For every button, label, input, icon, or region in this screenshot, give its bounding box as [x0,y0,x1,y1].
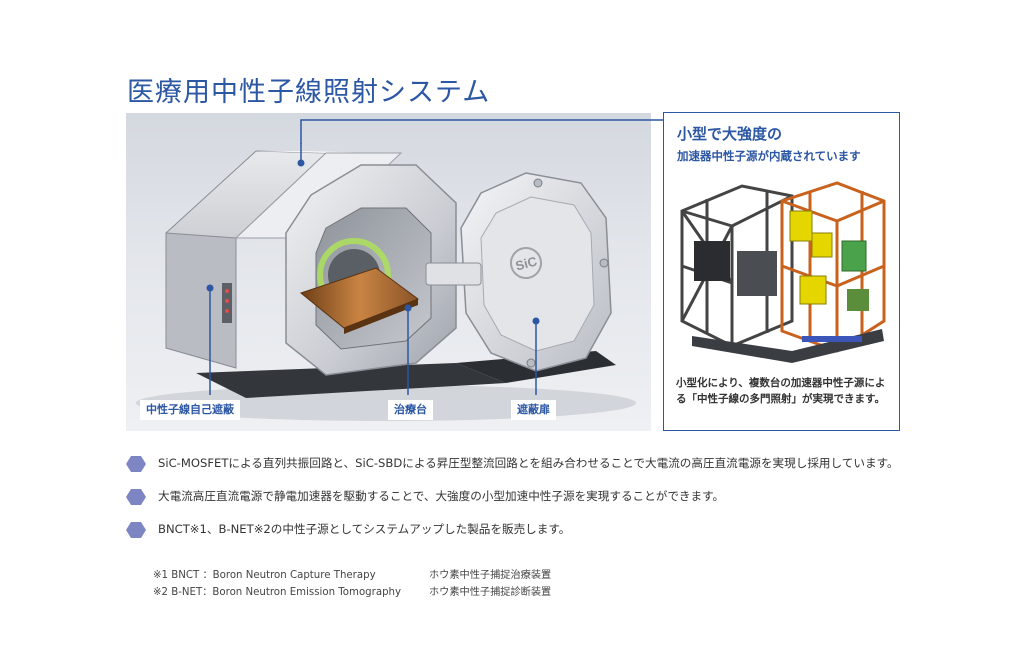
list-item: SiC-MOSFETによる直列共振回路と、SiC-SBDによる昇圧型整流回路とを… [126,454,906,473]
bullet-text: BNCT※1、B-NET※2の中性子源としてシステムアップした製品を販売します。 [158,522,571,536]
inset-heading-2: 加速器中性子源が内蔵されています [677,149,861,163]
accelerator-cutaway-diagram [680,181,886,363]
inset-caption: 小型化により、複数台の加速器中性子源による「中性子線の多門照射」が実現できます。 [676,377,886,405]
machine-drawing: SiC [136,143,636,421]
footnote-term: ※1 BNCT ：Boron Neutron Capture Therapy [153,570,376,581]
list-item: 大電流高圧直流電源で静電加速器を駆動することで、大強度の小型加速中性子源を実現す… [126,487,906,506]
callout-self-shield: 中性子線自己遮蔽 [140,400,240,420]
feature-list: SiC-MOSFETによる直列共振回路と、SiC-SBDによる昇圧型整流回路とを… [126,454,906,553]
footnotes: ※1 BNCT ：Boron Neutron Capture Therapy ホ… [153,567,551,601]
bullet-text: 大電流高圧直流電源で静電加速器を駆動することで、大強度の小型加速中性子源を実現す… [158,489,725,503]
hexagon-bullet-icon [126,489,146,505]
footnote-meaning: ホウ素中性子捕捉治療装置 [429,570,552,581]
callout-shield-door: 遮蔽扉 [511,400,556,420]
footnote-meaning: ホウ素中性子捕捉診断装置 [429,587,552,598]
list-item: BNCT※1、B-NET※2の中性子源としてシステムアップした製品を販売します。 [126,520,906,539]
hexagon-bullet-icon [126,456,146,472]
machine-illustration: SiC 中性子線自己遮蔽 治療台 遮蔽扉 [126,113,651,431]
hexagon-bullet-icon [126,522,146,538]
bullet-text: SiC-MOSFETによる直列共振回路と、SiC-SBDによる昇圧型整流回路とを… [158,456,899,470]
footnote-row: ※2 B-NET：Boron Neutron Emission Tomograp… [153,584,551,601]
inset-heading-1: 小型で大強度の [677,125,783,143]
footnote-row: ※1 BNCT ：Boron Neutron Capture Therapy ホ… [153,567,551,584]
callout-treatment-bed: 治療台 [388,400,433,420]
door-logo-text: SiC [514,253,539,273]
page-title: 医療用中性子線照射システム [127,77,491,108]
accelerator-inset: 小型で大強度の 加速器中性子源が内蔵されています [663,112,900,431]
connector-line [300,119,663,144]
footnote-term: ※2 B-NET：Boron Neutron Emission Tomograp… [153,587,402,598]
